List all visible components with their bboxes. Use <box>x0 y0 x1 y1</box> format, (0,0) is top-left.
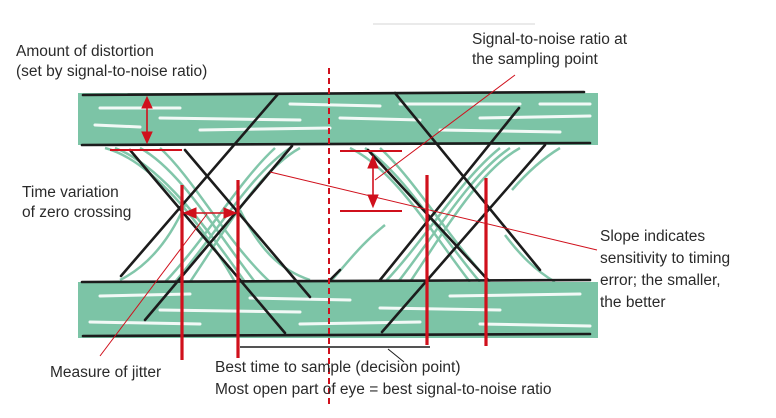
jitter-label: Measure of jitter <box>50 364 162 381</box>
upper-band <box>78 93 598 145</box>
eye-bands <box>78 93 598 338</box>
eye-traces <box>80 90 592 338</box>
slope-label: Slope indicates sensitivity to timing er… <box>600 228 731 311</box>
snr-sampling-label: Signal-to-noise ratio at the sampling po… <box>472 31 628 68</box>
red-markers <box>99 68 598 405</box>
lower-band <box>78 282 598 338</box>
distortion-label: Amount of distortion (set by signal-to-n… <box>16 43 208 80</box>
decision-bracket <box>240 346 430 363</box>
best-time-label: Best time to sample (decision point) Mos… <box>215 359 552 398</box>
zero-crossing-label: Time variation of zero crossing <box>22 184 132 221</box>
